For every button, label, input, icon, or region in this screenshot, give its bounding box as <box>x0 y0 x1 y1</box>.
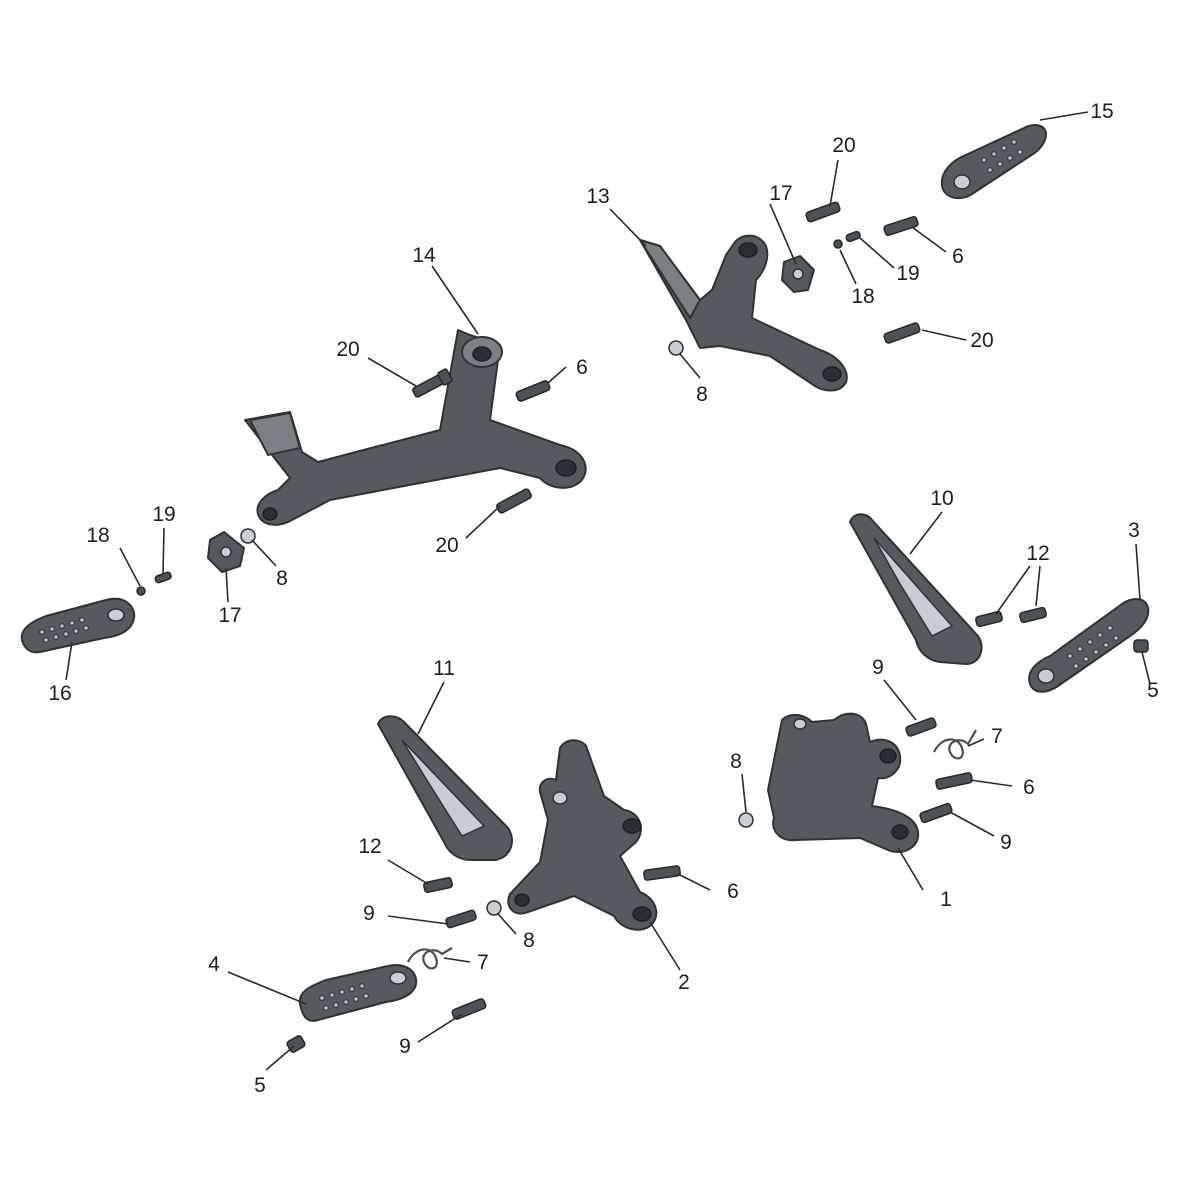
callout-20-upper-left: 20 <box>336 338 359 361</box>
footpeg-16 <box>20 597 136 654</box>
pin-19-left <box>154 571 172 584</box>
callout-4: 4 <box>208 953 220 976</box>
spring-7-right <box>933 729 977 760</box>
peg-grip-pattern <box>981 139 1023 173</box>
callout-20-top-right: 20 <box>832 134 855 157</box>
bolt-12-a <box>423 877 453 893</box>
callout-2: 2 <box>678 971 690 994</box>
callout-17-right: 17 <box>769 182 792 205</box>
footpeg-4 <box>298 964 418 1022</box>
bolt-12-c <box>1019 606 1047 624</box>
callout-16: 16 <box>48 682 71 705</box>
rear-hanger-bracket-left <box>244 329 587 526</box>
callout-3: 3 <box>1128 519 1140 542</box>
callout-1: 1 <box>940 888 952 911</box>
peg-grip-pattern <box>1067 625 1119 669</box>
callout-8-lower-right: 8 <box>730 750 742 773</box>
bolt-6-c <box>643 865 681 881</box>
peg-grip-pattern <box>319 983 369 1011</box>
callout-10: 10 <box>930 487 953 510</box>
ball-18-left <box>136 586 146 596</box>
callout-11: 11 <box>433 657 455 680</box>
callout-9-upper-right: 9 <box>872 656 884 679</box>
callout-20-mid-left: 20 <box>435 534 458 557</box>
bolt-20-c <box>805 201 841 223</box>
clip-8-right-bottom <box>738 812 754 828</box>
leader-lines <box>65 111 1151 1071</box>
callout-12-left: 12 <box>358 835 381 858</box>
callout-20-right: 20 <box>970 329 993 352</box>
heel-guard-11 <box>377 715 513 861</box>
callout-labels: 1 2 3 4 5 5 6 6 6 6 7 7 8 8 8 8 9 9 9 9 … <box>48 100 1159 1097</box>
bolt-6-b <box>883 216 919 236</box>
bolt-9-d <box>919 802 953 824</box>
peg-grip-pattern <box>39 617 89 643</box>
bolt-9-c <box>905 717 937 737</box>
rear-hanger-bracket-right <box>639 234 848 392</box>
callout-6-lower-left: 6 <box>727 880 739 903</box>
bolt-20-d <box>883 322 921 344</box>
callout-9-lower-right: 9 <box>1000 831 1012 854</box>
callout-6-upper-left: 6 <box>576 356 588 379</box>
callout-17-left: 17 <box>218 604 241 627</box>
bolt-6-d <box>935 772 973 790</box>
heel-guard-10 <box>849 513 983 665</box>
bolt-12-b <box>975 610 1003 628</box>
bolt-9-a <box>445 909 477 929</box>
callout-19-left: 19 <box>152 503 175 526</box>
callout-6-upper-right: 6 <box>952 245 964 268</box>
callout-14: 14 <box>412 244 436 267</box>
bolt-20-b <box>496 488 532 514</box>
ratchet-plate-17-right <box>781 255 815 293</box>
callout-18-left: 18 <box>86 524 109 547</box>
bolt-6-a <box>515 380 551 402</box>
spring-7-left <box>407 947 453 970</box>
ratchet-plate-17-left <box>207 531 245 573</box>
callout-8-upper-left: 8 <box>276 567 288 590</box>
callout-13: 13 <box>586 185 609 208</box>
callout-7-left: 7 <box>477 951 489 974</box>
callout-5-right: 5 <box>1147 679 1159 702</box>
bolt-20-a <box>412 368 453 398</box>
footpeg-15 <box>940 124 1047 200</box>
front-bracket-1 <box>767 712 920 853</box>
ball-18-right <box>833 239 843 249</box>
pin-19-right <box>845 230 861 243</box>
callout-9-bottom: 9 <box>399 1035 411 1058</box>
front-bracket-2 <box>507 739 658 931</box>
callout-15: 15 <box>1090 100 1113 123</box>
clip-8-left-bottom <box>486 900 502 916</box>
bolt-5-right <box>1133 639 1149 653</box>
callout-8-upper-right: 8 <box>696 383 708 406</box>
callout-12-right: 12 <box>1026 542 1049 565</box>
callout-8-lower-left: 8 <box>523 929 535 952</box>
callout-18-right: 18 <box>851 285 874 308</box>
callout-9-left: 9 <box>363 902 375 925</box>
callout-5-left: 5 <box>254 1074 266 1097</box>
callout-19-right: 19 <box>896 262 919 285</box>
clip-8-left-top <box>240 528 256 544</box>
callout-6-lower-right: 6 <box>1023 776 1035 799</box>
callout-7-right: 7 <box>991 725 1003 748</box>
footpeg-3 <box>1028 598 1150 693</box>
clip-8-right-top <box>668 340 684 356</box>
